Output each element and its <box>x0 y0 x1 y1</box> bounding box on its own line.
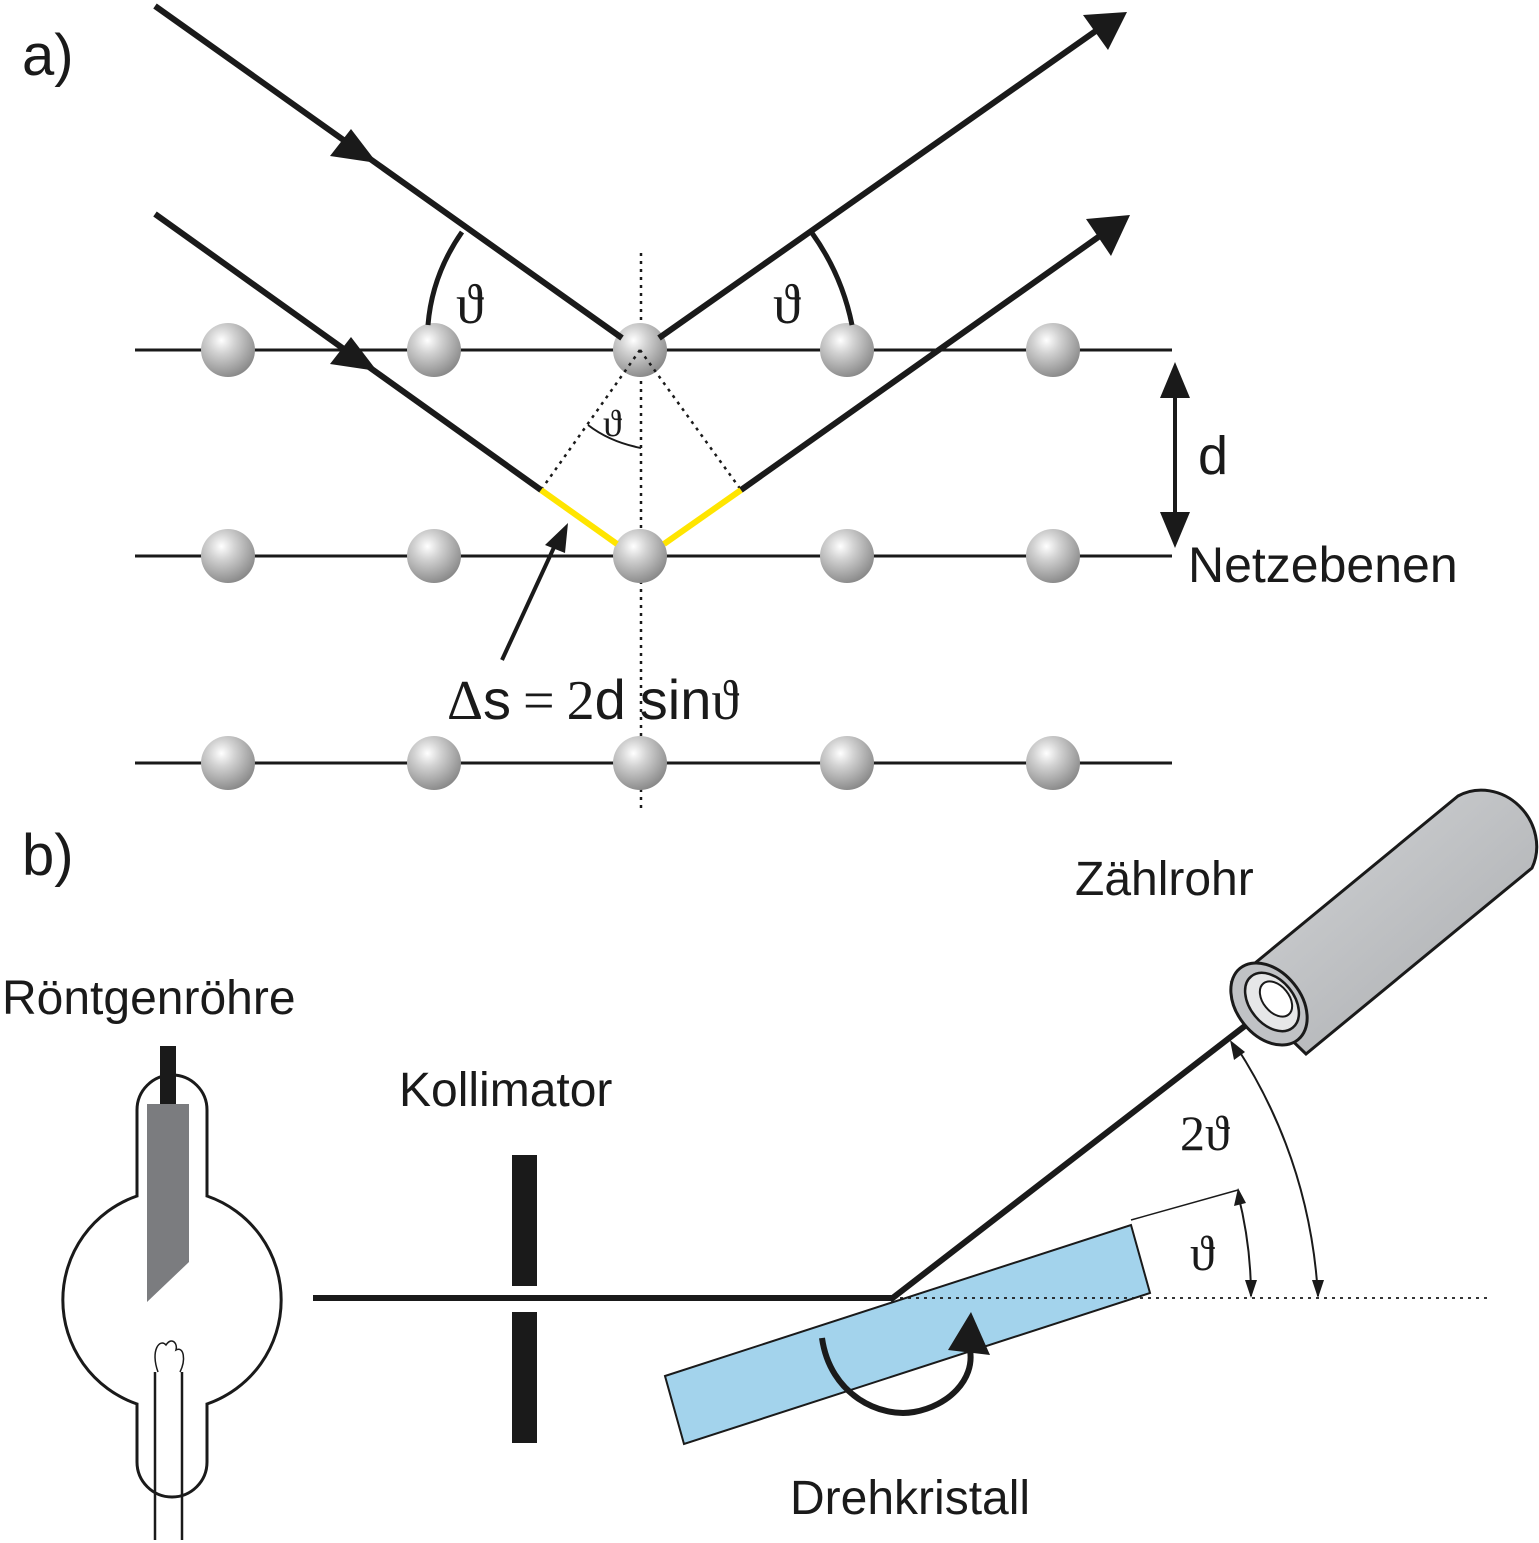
counter-label: Zählrohr <box>1075 853 1254 906</box>
incident-arrow-upper <box>330 129 377 163</box>
atom <box>820 323 874 377</box>
atom <box>1026 736 1080 790</box>
construction-line-left <box>539 349 642 491</box>
crystal-surface-extension <box>1130 1189 1239 1221</box>
theta-label-small: ϑ <box>603 403 622 445</box>
panel-b-label: b) <box>22 823 74 888</box>
atom <box>820 529 874 583</box>
planes-label: Netzebenen <box>1188 537 1458 593</box>
panel-a: a) <box>22 3 1458 808</box>
rotating-crystal <box>663 1223 1152 1446</box>
bragg-d: d <box>595 668 626 731</box>
atom <box>201 529 255 583</box>
path-difference-left <box>539 487 619 547</box>
tube-envelope <box>61 1073 283 1499</box>
construction-line-right <box>638 349 743 491</box>
reflected-arrowhead-upper <box>1083 12 1127 50</box>
atom <box>201 323 255 377</box>
rotation-arrowhead <box>948 1312 990 1355</box>
atom <box>613 736 667 790</box>
bragg-theta: ϑ <box>711 670 739 732</box>
bragg-two: 2 <box>567 670 595 732</box>
bragg-sin: sin <box>640 668 712 731</box>
panel-b: b) Röntgenröhre Kollimator Drehkristall <box>2 788 1539 1540</box>
tube-anode <box>147 1104 189 1302</box>
atom <box>201 736 255 790</box>
theta-arc-small <box>587 424 642 449</box>
reflected-ray-lower <box>739 230 1106 493</box>
atom <box>407 323 461 377</box>
theta-arrowhead-down <box>1245 1280 1257 1298</box>
two-theta-arc <box>1235 1045 1319 1297</box>
collimator-lower <box>512 1312 537 1443</box>
annotation-arrowhead <box>545 523 568 553</box>
atom <box>613 529 667 583</box>
two-theta-arrowhead-down <box>1312 1280 1324 1298</box>
theta-arc-reflected <box>809 231 855 326</box>
incident-ray-upper <box>153 3 624 341</box>
atom <box>407 736 461 790</box>
annotation-arrow-line <box>500 542 558 661</box>
spacing-arrowhead-down <box>1160 512 1190 548</box>
crystal-label: Drehkristall <box>790 1472 1030 1525</box>
theta-arrowhead-up <box>1234 1188 1246 1206</box>
theta-label: ϑ <box>1190 1225 1215 1281</box>
rotation-arrow <box>819 1337 974 1416</box>
reflected-arrowhead-lower <box>1086 215 1130 256</box>
tube-filament <box>154 1340 185 1373</box>
bragg-s: s <box>483 668 511 731</box>
collimator-upper <box>512 1155 537 1286</box>
atom <box>820 736 874 790</box>
spacing-arrowhead-up <box>1160 362 1190 398</box>
panel-a-label: a) <box>22 23 74 88</box>
theta-label-incident: ϑ <box>456 274 484 336</box>
path-difference-right <box>662 487 743 547</box>
xray-tube <box>61 1046 283 1540</box>
tube-anode-rod <box>160 1046 176 1108</box>
counter-tube-bore <box>1258 980 1294 1018</box>
two-theta-arrowhead-up <box>1230 1040 1245 1060</box>
theta-arc-incident <box>425 230 465 326</box>
bragg-delta: Δ <box>447 670 483 732</box>
reflected-ray-upper <box>657 25 1102 341</box>
two-theta-label: 2ϑ <box>1180 1105 1230 1161</box>
atom <box>1026 529 1080 583</box>
tube-label: Röntgenröhre <box>2 972 296 1025</box>
atoms <box>201 323 1080 790</box>
incident-arrow-lower <box>330 337 377 371</box>
bragg-equals: = <box>523 670 555 732</box>
theta-label-reflected: ϑ <box>773 274 801 336</box>
diffracted-beam <box>888 1019 1252 1303</box>
spacing-label: d <box>1198 426 1228 486</box>
collimator-label: Kollimator <box>399 1064 612 1117</box>
counter-tube-body <box>1229 788 1539 1057</box>
counter-tube <box>1229 788 1539 1057</box>
atom <box>1026 323 1080 377</box>
atom <box>407 529 461 583</box>
